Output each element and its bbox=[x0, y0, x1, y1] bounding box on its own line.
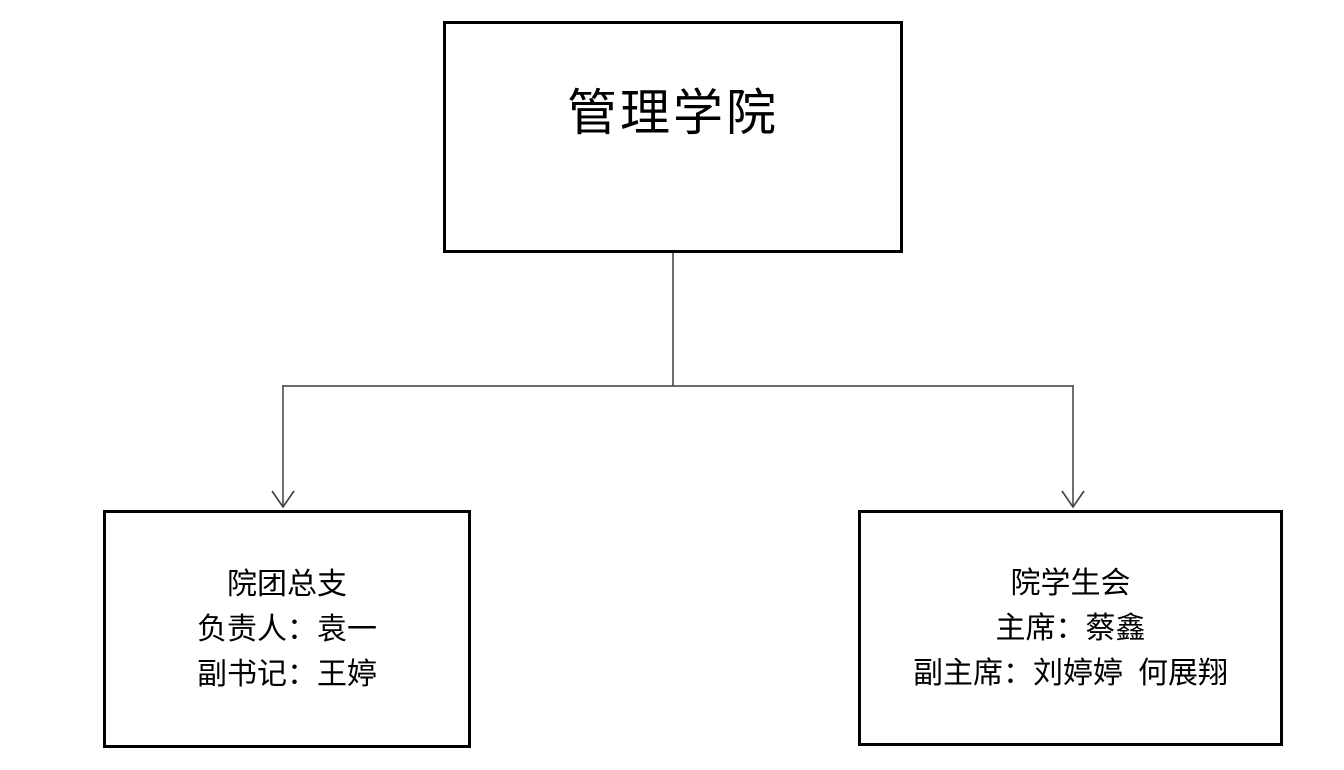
student-union-vice-chair-line: 副主席：刘婷婷 何展翔 bbox=[913, 656, 1228, 690]
node-youth-league-branch: 院团总支 负责人：袁一 副书记：王婷 bbox=[103, 510, 471, 748]
node-student-union: 院学生会 主席：蔡鑫 副主席：刘婷婷 何展翔 bbox=[858, 510, 1283, 746]
student-union-title: 院学生会 bbox=[1010, 566, 1131, 600]
node-management-college: 管理学院 bbox=[443, 21, 903, 253]
arrowhead-left-icon bbox=[271, 490, 295, 509]
youth-league-deputy-secretary-line: 副书记：王婷 bbox=[197, 657, 377, 691]
student-union-chair-line: 主席：蔡鑫 bbox=[995, 611, 1146, 645]
arrowhead-right-icon bbox=[1061, 490, 1085, 509]
node-management-college-label: 管理学院 bbox=[567, 85, 779, 141]
youth-league-title: 院团总支 bbox=[227, 567, 347, 601]
youth-league-leader-line: 负责人：袁一 bbox=[197, 612, 377, 646]
